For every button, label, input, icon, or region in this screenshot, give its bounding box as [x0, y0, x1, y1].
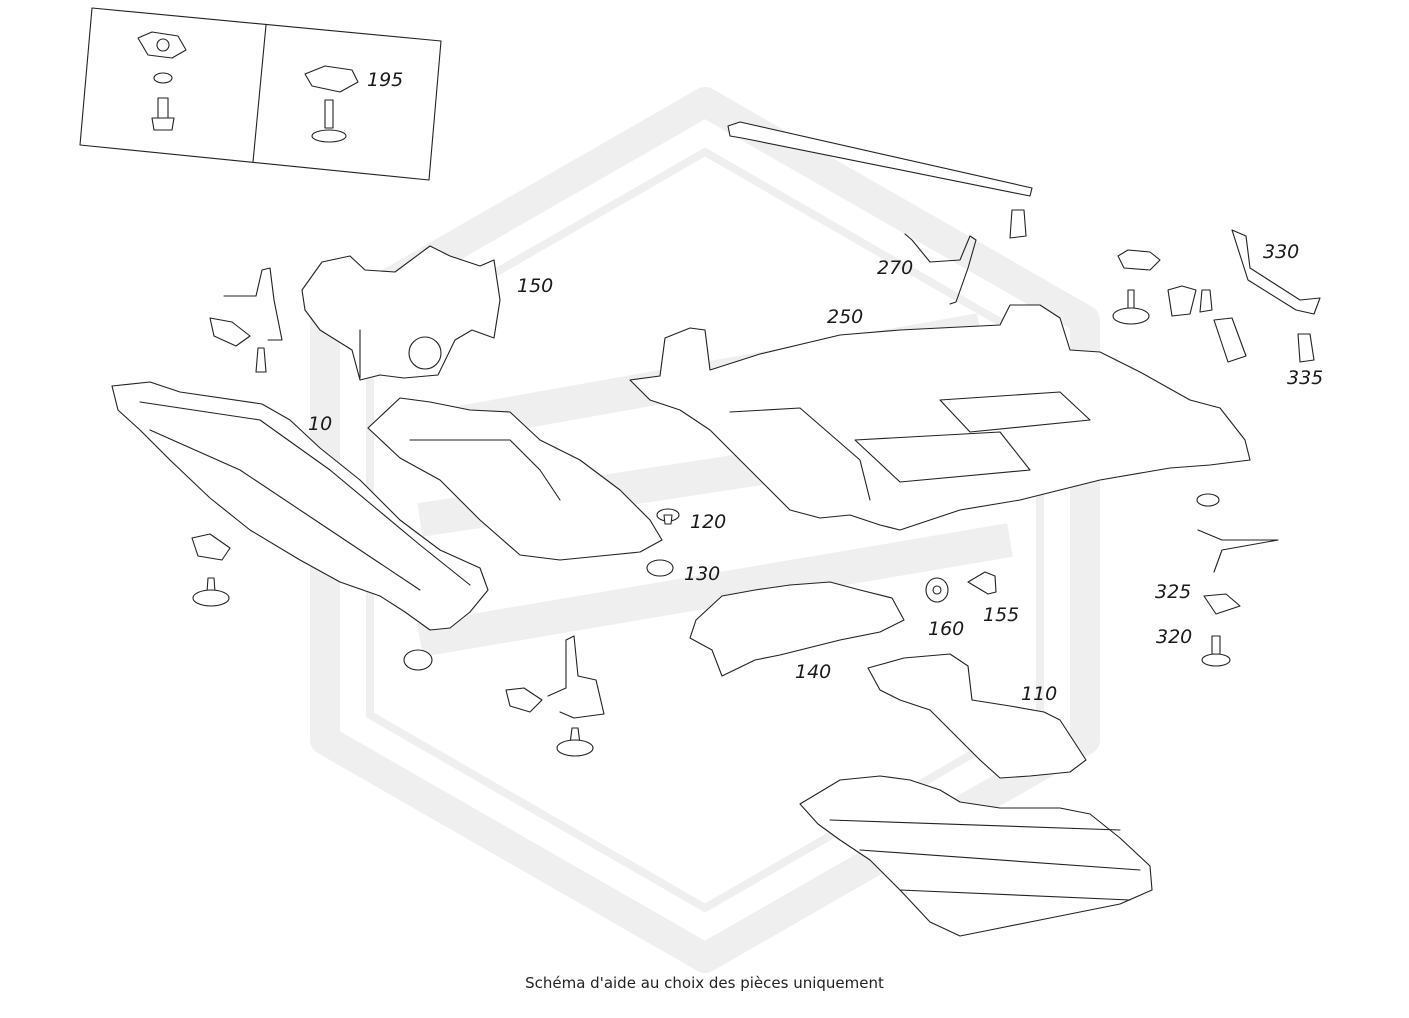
part-grid-panel-center	[367, 397, 663, 561]
label-part-10: 10	[308, 413, 333, 435]
part-crossbar-long	[727, 121, 1033, 197]
label-part-330: 330	[1263, 241, 1300, 263]
part-140-inner-liner	[689, 581, 905, 677]
label-part-110: 110	[1021, 683, 1058, 705]
small-fasteners	[191, 267, 1279, 757]
part-110-grid-panel	[867, 653, 1087, 779]
part-bottom-skid-plate	[799, 775, 1153, 937]
label-part-130: 130	[684, 563, 721, 585]
label-part-155: 155	[983, 604, 1020, 626]
label-part-140: 140	[795, 661, 832, 683]
part-10-front-underpanel	[111, 381, 489, 631]
label-part-320: 320	[1156, 626, 1193, 648]
part-150-arch-liner	[301, 245, 501, 381]
label-part-335: 335	[1287, 367, 1324, 389]
diagram-caption: Schéma d'aide au choix des pièces unique…	[525, 974, 884, 992]
label-part-270: 270	[877, 257, 914, 279]
label-part-120: 120	[690, 511, 727, 533]
label-part-195: 195	[367, 69, 404, 91]
label-part-325: 325	[1155, 581, 1192, 603]
label-part-160: 160	[928, 618, 965, 640]
label-part-250: 250	[827, 306, 864, 328]
part-250-main-underbody	[629, 304, 1251, 531]
label-part-150: 150	[517, 275, 554, 297]
right-fasteners-group	[1009, 209, 1321, 363]
part-270-bracket	[904, 233, 977, 305]
fastener-inset-box	[79, 7, 442, 181]
